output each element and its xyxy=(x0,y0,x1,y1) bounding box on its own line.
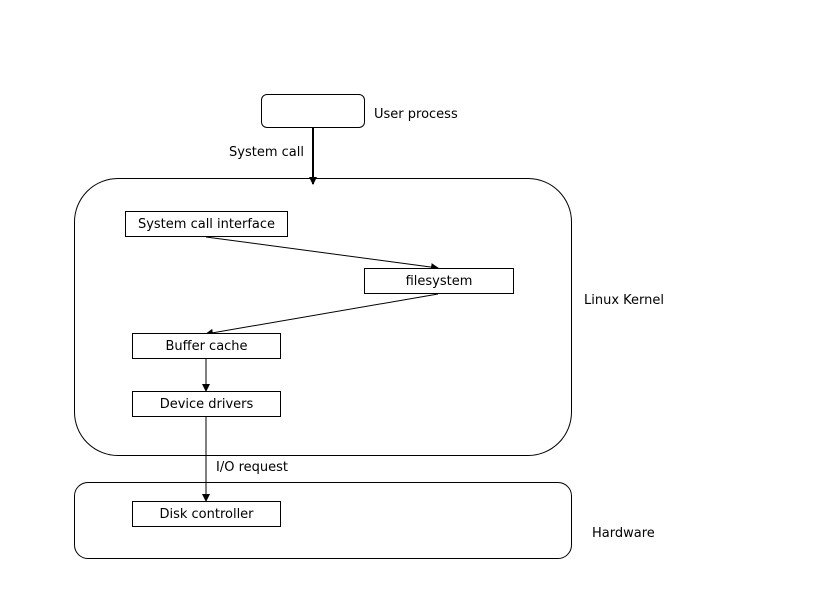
linux-kernel-region xyxy=(74,178,572,456)
edge-filesystem-to-buffer-cache xyxy=(205,293,439,337)
disk-controller-node: Disk controller xyxy=(132,501,281,527)
system-call-label: System call xyxy=(229,145,304,160)
user-process-label: User process xyxy=(374,107,458,122)
io-request-label: I/O request xyxy=(216,460,288,475)
device-drivers-node: Device drivers xyxy=(132,391,281,417)
edge-syscall-to-filesystem xyxy=(205,236,439,272)
user-process-box xyxy=(261,94,365,128)
buffer-cache-node: Buffer cache xyxy=(132,333,281,359)
system-call-interface-node: System call interface xyxy=(125,211,288,237)
hardware-label: Hardware xyxy=(592,526,655,541)
hardware-region xyxy=(74,482,572,559)
linux-kernel-label: Linux Kernel xyxy=(584,293,664,308)
filesystem-node: filesystem xyxy=(364,268,514,294)
